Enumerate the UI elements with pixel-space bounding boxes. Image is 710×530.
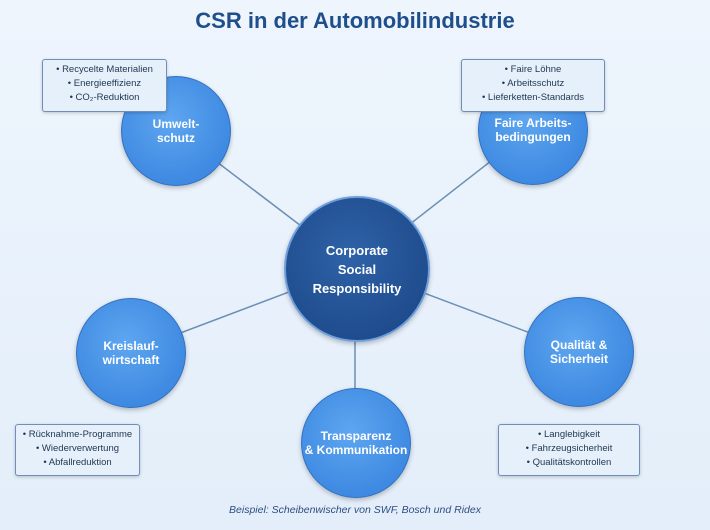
node-label: Qualität & Sicherheit (549, 338, 609, 366)
list-item: • Arbeitsschutz (501, 78, 565, 89)
detail-box-kreislaufwirtschaft: • Rücknahme-Programme • Wiederverwertung… (15, 424, 140, 476)
node-umweltschutz: Umwelt- schutz (121, 76, 231, 186)
list-item: • Lieferketten-Standards (481, 92, 585, 103)
node-kreislaufwirtschaft: Kreislauf- wirtschaft (76, 298, 186, 408)
list-item: • Energieeffizienz (67, 78, 142, 89)
list-item: • Recycelte Materialien (56, 64, 153, 75)
node-label: Faire Arbeits- bedingungen (494, 116, 572, 144)
center-node-csr: Corporate Social Responsibility (284, 196, 430, 342)
footer-caption: Beispiel: Scheibenwischer von SWF, Bosch… (229, 504, 481, 516)
node-transparenz-kommunikation: Transparenz & Kommunikation (301, 388, 411, 498)
node-label: Transparenz & Kommunikation (304, 429, 408, 457)
list-item: • Wiederverwertung (35, 443, 120, 454)
list-item: • Qualitätskontrollen (526, 457, 612, 468)
node-label: Kreislauf- wirtschaft (102, 339, 160, 367)
diagram-title: CSR in der Automobilindustrie (195, 8, 515, 33)
list-item: • Rücknahme-Programme (22, 429, 133, 440)
node-label: Umwelt- schutz (152, 117, 200, 145)
list-item: • Langlebigkeit (538, 429, 600, 440)
list-item: • CO₂-Reduktion (69, 92, 140, 103)
detail-box-faire-arbeitsbedingungen: • Faire Löhne • Arbeitsschutz • Lieferke… (461, 59, 605, 112)
list-item: • Fahrzeugsicherheit (525, 443, 613, 454)
list-item: • Faire Löhne (504, 64, 562, 75)
list-item: • Abfallreduktion (43, 457, 112, 468)
center-label: Corporate Social Responsibility (312, 242, 402, 296)
detail-box-qualitaet-sicherheit: • Langlebigkeit • Fahrzeugsicherheit • Q… (498, 424, 640, 476)
node-qualitaet-sicherheit: Qualität & Sicherheit (524, 297, 634, 407)
detail-box-umweltschutz: • Recycelte Materialien • Energieeffizie… (42, 59, 167, 112)
